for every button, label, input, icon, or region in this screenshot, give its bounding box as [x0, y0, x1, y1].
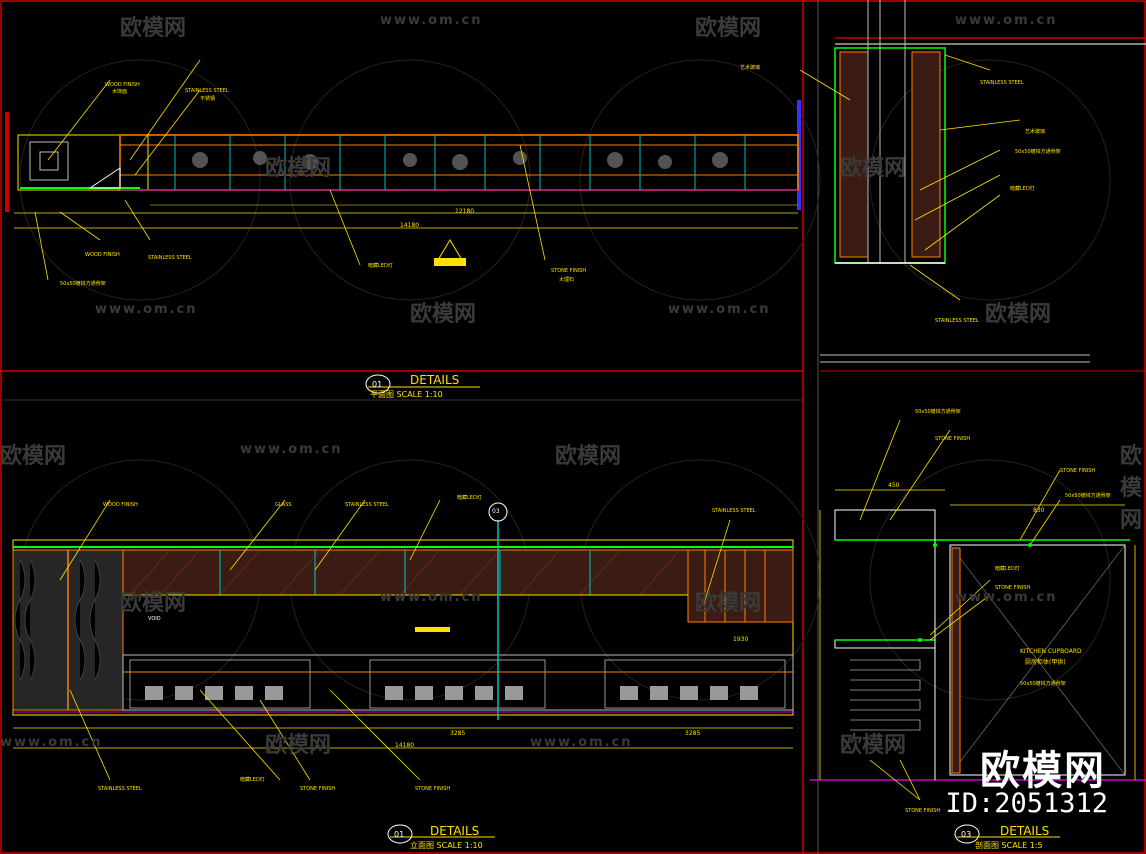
label-tube: 50x50镀锌方通骨架	[1020, 681, 1066, 687]
label-stone: STONE FINISH	[995, 585, 1031, 591]
watermark-url: www.om.cn	[380, 590, 483, 605]
label-stone: STONE FINISH	[300, 786, 336, 792]
label-stone: STONE FINISH	[905, 808, 941, 814]
dim-plan-sub: 12180	[455, 208, 475, 215]
section-marker-plan: 02	[444, 250, 453, 257]
label-stainless: STAINLESS STEEL	[185, 88, 229, 94]
label-glass: GLASS	[275, 502, 292, 508]
watermark-brand: 欧模网	[840, 733, 907, 758]
detail-subtitle: 平面图 SCALE 1:10	[370, 390, 443, 399]
watermark-brand: 欧模网	[695, 16, 762, 41]
plan-view	[5, 59, 801, 281]
watermark-url: www.om.cn	[668, 302, 771, 317]
watermark-url: www.om.cn	[955, 13, 1058, 28]
label-tube: 50x50镀锌方通骨架	[60, 281, 106, 287]
dim-elev-b: 3285	[685, 730, 701, 737]
detail-number: 01	[394, 830, 405, 839]
label-led: 暗藏LED灯	[1010, 186, 1035, 192]
label-wood: WOOD FINISH	[105, 82, 140, 88]
label-stone: STONE FINISH	[1060, 468, 1096, 474]
dim-elev-total: 14180	[395, 742, 415, 749]
watermark-brand: 欧模网	[410, 302, 477, 327]
label-glass-cn: 艺术玻璃	[740, 65, 761, 71]
label-tube: 50x50镀锌方通骨架	[1015, 149, 1061, 155]
detail-number: 03	[961, 830, 972, 839]
label-led: 暗藏LED灯	[457, 495, 482, 501]
label-stainless: STAINLESS STEEL	[98, 786, 142, 792]
watermark-brand: 欧模网	[555, 444, 622, 469]
watermark-url: www.om.cn	[955, 590, 1058, 605]
label-stone: STONE FINISH	[415, 786, 451, 792]
label-stainless: STAINLESS STEEL	[345, 502, 389, 508]
section-bottom	[810, 419, 1146, 801]
watermark-url: www.om.cn	[240, 442, 343, 457]
detail-number: 01	[372, 380, 383, 389]
dim-elev-c: 1930	[733, 636, 749, 643]
watermark-brand: 欧模网	[0, 444, 67, 469]
watermark-circles	[19, 59, 1111, 701]
detail-title: DETAILS	[430, 824, 480, 838]
label-led: 暗藏LED灯	[368, 263, 393, 269]
label-stainless: STAINLESS STEEL	[148, 255, 192, 261]
brand-logo-text: 欧模网	[980, 748, 1106, 794]
watermark-url: www.om.cn	[0, 735, 103, 750]
detail-title: DETAILS	[1000, 824, 1050, 838]
label-wood: WOOD FINISH	[85, 252, 120, 258]
dim-sec-top: 450	[888, 482, 900, 489]
section-top	[799, 0, 1146, 363]
watermark-brand: 欧模网	[1120, 444, 1143, 533]
dim-plan-total: 14180	[400, 222, 420, 229]
label-wood-cn: 木饰面	[112, 89, 128, 95]
elevation-view	[12, 499, 794, 781]
label-stone: STONE FINISH	[551, 268, 587, 274]
watermark-brand: 欧模网	[840, 156, 907, 181]
label-void: VOID	[148, 616, 161, 622]
detail-subtitle: 立面图 SCALE 1:10	[410, 841, 483, 850]
label-stainless-cn: 不锈钢	[200, 96, 216, 102]
label-stainless: STAINLESS STEEL	[980, 80, 1024, 86]
label-glass-cn: 艺术玻璃	[1025, 129, 1046, 135]
watermark-brand: 欧模网	[265, 156, 332, 181]
watermark-url: www.om.cn	[380, 13, 483, 28]
label-stainless: STAINLESS STEEL	[712, 508, 756, 514]
label-wood: WOOD FINISH	[103, 502, 138, 508]
label-tube: 50x50镀锌方通骨架	[915, 409, 961, 415]
section-marker-elev: 03	[492, 508, 500, 515]
watermark-url: www.om.cn	[95, 302, 198, 317]
watermark-brand: 欧模网	[695, 591, 762, 616]
label-kitchen: KITCHEN CUPBOARD	[1020, 648, 1082, 655]
watermark-url: www.om.cn	[530, 735, 633, 750]
label-stone: STONE FINISH	[935, 436, 971, 442]
dim-elev-a: 3285	[450, 730, 466, 737]
label-stainless: STAINLESS STEEL	[935, 318, 979, 324]
watermark-brand: 欧模网	[985, 302, 1052, 327]
watermark-brand: 欧模网	[120, 591, 187, 616]
label-led: 暗藏LED灯	[240, 777, 265, 783]
label-kitchen-cn: 厨房柜体(甲供)	[1025, 659, 1066, 666]
detail-subtitle: 剖面图 SCALE 1:5	[975, 841, 1043, 850]
label-led: 暗藏LED灯	[995, 566, 1020, 572]
watermark-brand: 欧模网	[120, 16, 187, 41]
label-tube: 50x50镀锌方通骨架	[1065, 493, 1111, 499]
dim-sec-right: 830	[1033, 507, 1045, 514]
watermark-brand: 欧模网	[265, 733, 332, 758]
brand-id: ID:2051312	[945, 788, 1108, 819]
detail-title: DETAILS	[410, 373, 460, 387]
label-stone-cn: 大理石	[559, 277, 575, 283]
